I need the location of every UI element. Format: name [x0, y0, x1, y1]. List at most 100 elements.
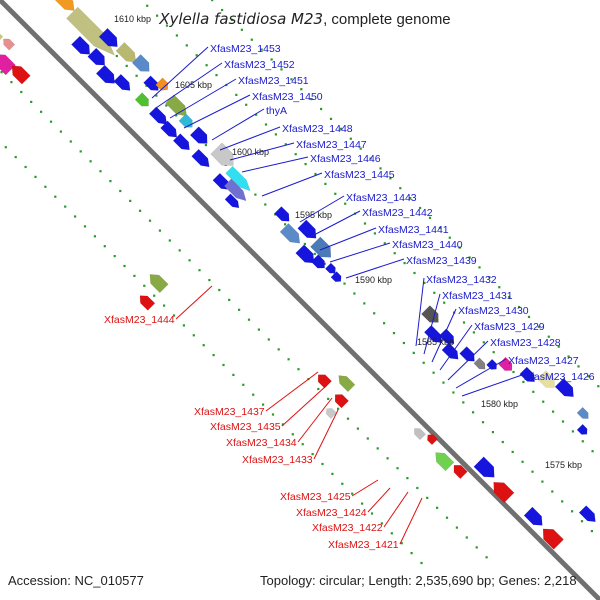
tick-dot	[240, 28, 243, 31]
gene-leader-line	[241, 156, 309, 173]
gene-label-XfasM23_1450: XfasM23_1450	[252, 91, 323, 103]
gene-feature	[189, 126, 208, 144]
tick-dot	[416, 486, 419, 490]
gene-feature	[486, 358, 497, 370]
tick-dot	[93, 235, 96, 238]
tick-dot	[390, 532, 393, 535]
tick-dot	[422, 361, 425, 364]
tick-dot	[230, 18, 234, 21]
tick-dot	[119, 189, 122, 193]
tick-dot	[334, 192, 337, 195]
gene-feature	[459, 346, 475, 362]
tick-dot	[412, 351, 415, 354]
tick-dot	[165, 24, 169, 27]
tick-dot	[290, 78, 293, 81]
gene-label-XfasM23_1428: XfasM23_1428	[490, 337, 561, 349]
tick-dot	[20, 90, 23, 94]
tick-dot	[379, 167, 382, 170]
tick-dot	[215, 74, 218, 77]
tick-dot	[284, 223, 287, 226]
tick-dot	[482, 341, 485, 344]
tick-dot	[185, 44, 188, 47]
tick-dot	[380, 522, 383, 525]
tick-dot	[406, 477, 409, 480]
tick-dot	[542, 400, 545, 403]
tick-dot	[69, 140, 72, 143]
tick-dot	[204, 144, 207, 147]
gene-label-XfasM23_1421: XfasM23_1421	[328, 539, 399, 551]
tick-dot	[409, 197, 412, 200]
tick-dot	[492, 351, 495, 354]
tick-dot	[386, 457, 389, 460]
tick-dot	[264, 123, 268, 126]
gene-feature	[498, 356, 513, 371]
tick-dot	[24, 165, 27, 169]
tick-dot	[442, 381, 445, 384]
tick-dot	[344, 202, 347, 205]
gene-feature	[542, 528, 564, 550]
kbp-tick-label: 1585 kbp	[417, 337, 454, 347]
tick-dot	[303, 242, 306, 246]
gene-feature	[438, 328, 455, 344]
tick-dot	[363, 222, 367, 225]
gene-feature	[473, 357, 486, 370]
gene-label-XfasM23_1429: XfasM23_1429	[474, 321, 545, 333]
tick-dot	[452, 391, 455, 394]
tick-dot	[537, 325, 540, 328]
genome-summary: Topology: circular; Length: 2,535,690 bp…	[260, 573, 577, 588]
kbp-tick-label: 1580 kbp	[481, 399, 518, 409]
title-suffix: , complete genome	[323, 11, 451, 28]
tick-dot	[294, 153, 297, 156]
tick-dot	[59, 130, 62, 133]
gene-leader-line	[313, 409, 339, 460]
tick-dot	[571, 510, 574, 513]
gene-feature	[576, 423, 588, 435]
tick-dot	[591, 450, 594, 453]
tick-dot	[383, 242, 386, 245]
gene-feature	[317, 374, 332, 389]
tick-dot	[168, 239, 171, 242]
tick-dot	[353, 292, 356, 295]
tick-dot	[314, 172, 317, 176]
gene-feature	[54, 0, 75, 11]
gene-label-XfasM23_1435: XfasM23_1435	[210, 421, 281, 433]
gene-label-XfasM23_1443: XfasM23_1443	[346, 192, 417, 204]
tick-dot	[433, 291, 436, 294]
tick-dot	[218, 288, 221, 292]
tick-dot	[392, 332, 396, 335]
tick-dot	[508, 296, 511, 299]
tick-dot	[512, 370, 515, 374]
gene-feature	[578, 505, 596, 523]
tick-dot	[402, 341, 405, 345]
gene-feature	[423, 324, 443, 344]
kbp-tick-label: 1600 kbp	[232, 147, 269, 157]
gene-leader-line	[299, 195, 345, 223]
tick-dot	[252, 393, 255, 396]
tick-dot	[267, 338, 270, 341]
tick-dot	[403, 262, 406, 265]
tick-dot	[270, 58, 273, 61]
tick-dot	[400, 542, 403, 545]
tick-dot	[135, 74, 138, 77]
tick-dot	[175, 34, 178, 37]
tick-dot	[373, 232, 376, 235]
gene-leader-line	[169, 78, 237, 119]
tick-dot	[74, 215, 77, 218]
tick-dot	[581, 440, 584, 443]
tick-dot	[280, 68, 283, 71]
tick-dot	[341, 482, 344, 485]
tick-dot	[277, 348, 280, 351]
gene-feature	[113, 73, 131, 91]
tick-dot	[245, 103, 248, 106]
tick-dot	[366, 437, 369, 440]
tick-dot	[54, 195, 57, 198]
gene-feature	[149, 274, 169, 294]
tick-dot	[198, 269, 201, 272]
tick-dot	[153, 294, 156, 297]
gene-label-XfasM23_1452: XfasM23_1452	[224, 59, 295, 71]
gene-feature	[537, 370, 555, 388]
tick-dot	[202, 344, 205, 347]
tick-dot	[188, 259, 191, 262]
tick-dot	[373, 312, 376, 315]
tick-dot	[337, 407, 340, 410]
